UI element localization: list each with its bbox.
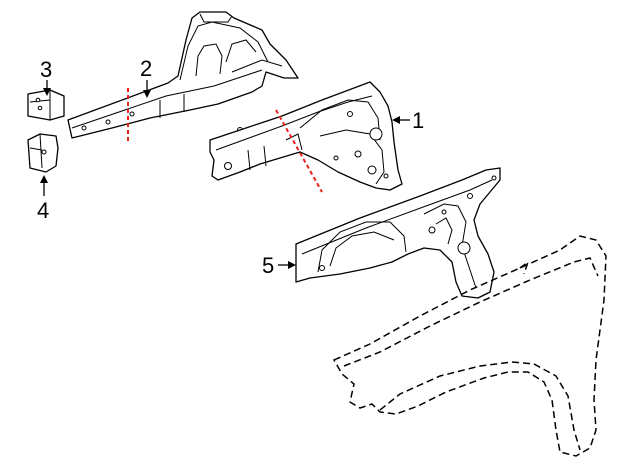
callout-3: 3 [40,57,52,82]
cut-line-part-1 [275,109,323,193]
callout-4: 4 [37,198,49,223]
part-5-fender-shield [295,167,501,299]
part-1-apron-panel [209,81,403,191]
part-3-bracket [27,89,65,121]
callout-1: 1 [412,108,424,133]
leader-2 [143,80,151,98]
leader-4 [40,175,48,196]
part-4-bracket [27,133,59,173]
leader-3 [43,80,51,96]
leader-5 [278,261,296,269]
callout-2: 2 [140,56,152,81]
fender-outline [332,235,607,457]
leader-1 [392,116,410,124]
callout-5: 5 [262,253,274,278]
part-2-upper-rail [67,11,299,139]
